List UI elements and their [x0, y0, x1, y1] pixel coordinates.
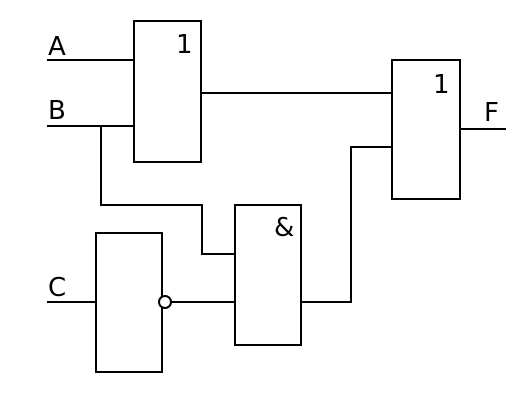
or-gate-2-symbol: 1 — [433, 70, 450, 100]
and-gate-symbol: & — [274, 213, 294, 243]
input-label-b: B — [48, 96, 66, 126]
or-gate-1 — [133, 20, 202, 163]
output-label-f: F — [484, 98, 499, 128]
or-gate-1-symbol: 1 — [176, 30, 193, 60]
input-label-a: A — [48, 32, 66, 62]
input-label-c: C — [48, 273, 66, 303]
wire-and-to-or2 — [300, 146, 393, 303]
inversion-bubble — [158, 295, 172, 309]
or-gate-2 — [391, 59, 461, 200]
and-gate — [234, 204, 302, 346]
wire-b-to-and — [100, 125, 236, 255]
not-gate — [95, 232, 163, 373]
